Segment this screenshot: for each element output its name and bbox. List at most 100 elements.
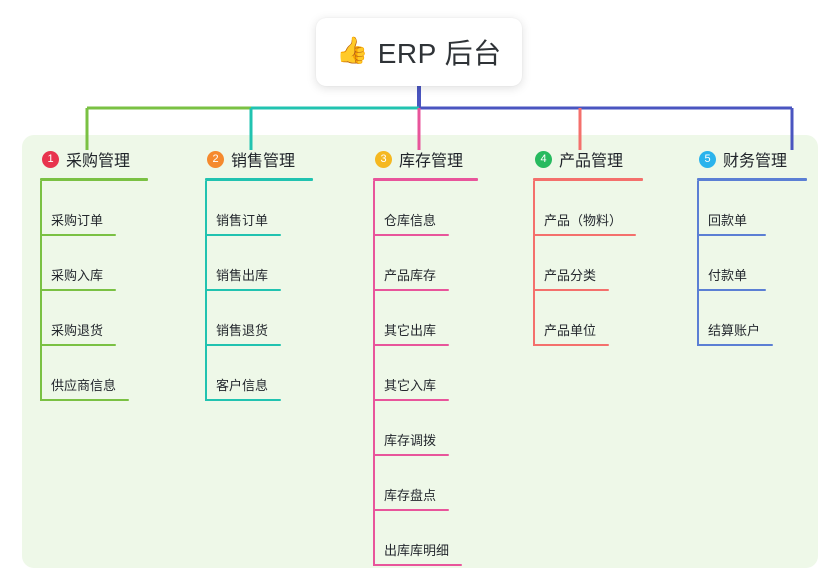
menu-item-rule — [373, 454, 449, 456]
menu-item-rule — [205, 344, 281, 346]
menu-item-rule — [40, 289, 116, 291]
menu-item-label: 库存调拨 — [384, 433, 437, 448]
menu-item-rule — [40, 399, 129, 401]
menu-item-rule — [373, 234, 449, 236]
menu-item-label: 采购退货 — [51, 323, 104, 338]
menu-item[interactable]: 供应商信息 — [40, 346, 148, 401]
menu-item-label: 结算账户 — [708, 323, 761, 338]
menu-item-rule — [533, 344, 609, 346]
column-3: 3 库存管理仓库信息产品库存其它出库其它入库库存调拨库存盘点出库库明细 — [373, 147, 478, 566]
column-items-4: 产品（物料） 产品分类产品单位 — [533, 181, 643, 346]
menu-item[interactable]: 回款单 — [697, 181, 807, 236]
menu-item[interactable]: 产品单位 — [533, 291, 643, 346]
menu-item-label: 付款单 — [708, 268, 748, 283]
column-spine-4 — [533, 181, 535, 346]
column-badge-4: 4 — [535, 150, 552, 168]
column-title-3: 库存管理 — [399, 153, 464, 170]
column-spine-1 — [40, 181, 42, 401]
menu-item[interactable]: 销售订单 — [205, 181, 313, 236]
menu-item[interactable]: 产品（物料） — [533, 181, 643, 236]
thumbs-up-icon: 👍 — [336, 36, 369, 66]
root-title-inner: 👍 ERP 后台 — [336, 32, 501, 72]
menu-item-label: 产品单位 — [544, 323, 597, 338]
column-badge-1: 1 — [42, 150, 59, 168]
menu-item-rule — [697, 344, 773, 346]
column-header-1[interactable]: 1 采购管理 — [40, 147, 148, 171]
menu-item[interactable]: 销售退货 — [205, 291, 313, 346]
menu-item-rule — [533, 234, 636, 236]
column-spine-2 — [205, 181, 207, 401]
column-header-rule-5 — [697, 178, 807, 181]
menu-item[interactable]: 采购入库 — [40, 236, 148, 291]
menu-item-rule — [205, 289, 281, 291]
menu-item-rule — [205, 234, 281, 236]
menu-item-rule — [205, 399, 281, 401]
menu-item-rule — [697, 289, 766, 291]
menu-item-rule — [533, 289, 609, 291]
column-header-rule-3 — [373, 178, 478, 181]
column-items-1: 采购订单采购入库采购退货供应商信息 — [40, 181, 148, 401]
menu-item-rule — [40, 344, 116, 346]
column-items-2: 销售订单销售出库销售退货客户信息 — [205, 181, 313, 401]
column-items-3: 仓库信息产品库存其它出库其它入库库存调拨库存盘点出库库明细 — [373, 181, 478, 566]
menu-item-label: 客户信息 — [216, 378, 269, 393]
diagram-background-panel — [22, 135, 818, 568]
menu-item-label: 采购订单 — [51, 213, 104, 228]
menu-item[interactable]: 客户信息 — [205, 346, 313, 401]
menu-item[interactable]: 采购订单 — [40, 181, 148, 236]
menu-item-rule — [373, 564, 462, 566]
menu-item[interactable]: 结算账户 — [697, 291, 807, 346]
column-2: 2 销售管理销售订单销售出库销售退货客户信息 — [205, 147, 313, 401]
menu-item[interactable]: 其它出库 — [373, 291, 478, 346]
column-badge-5: 5 — [699, 150, 716, 168]
menu-item-label: 仓库信息 — [384, 213, 437, 228]
menu-item[interactable]: 销售出库 — [205, 236, 313, 291]
root-title-card[interactable]: 👍 ERP 后台 — [316, 18, 522, 86]
column-header-rule-1 — [40, 178, 148, 181]
column-spine-3 — [373, 181, 375, 566]
menu-item-label: 其它入库 — [384, 378, 437, 393]
menu-item-label: 采购入库 — [51, 268, 104, 283]
column-header-rule-2 — [205, 178, 313, 181]
column-badge-2: 2 — [207, 150, 224, 168]
menu-item[interactable]: 付款单 — [697, 236, 807, 291]
menu-item-label: 产品库存 — [384, 268, 437, 283]
column-title-5: 财务管理 — [723, 153, 788, 170]
menu-item[interactable]: 其它入库 — [373, 346, 478, 401]
menu-item-label: 其它出库 — [384, 323, 437, 338]
column-title-4: 产品管理 — [559, 153, 624, 170]
column-spine-5 — [697, 181, 699, 346]
menu-item-rule — [373, 289, 449, 291]
menu-item-rule — [373, 399, 449, 401]
menu-item[interactable]: 产品分类 — [533, 236, 643, 291]
column-items-5: 回款单付款单结算账户 — [697, 181, 807, 346]
menu-item[interactable]: 采购退货 — [40, 291, 148, 346]
column-header-rule-4 — [533, 178, 643, 181]
menu-item-label: 产品（物料） — [544, 213, 623, 228]
menu-item-label: 产品分类 — [544, 268, 597, 283]
menu-item-rule — [697, 234, 766, 236]
menu-item[interactable]: 仓库信息 — [373, 181, 478, 236]
column-title-1: 采购管理 — [66, 153, 131, 170]
column-1: 1 采购管理采购订单采购入库采购退货供应商信息 — [40, 147, 148, 401]
column-header-2[interactable]: 2 销售管理 — [205, 147, 313, 171]
column-5: 5 财务管理回款单付款单结算账户 — [697, 147, 807, 346]
menu-item[interactable]: 产品库存 — [373, 236, 478, 291]
menu-item-label: 回款单 — [708, 213, 748, 228]
menu-item-rule — [373, 344, 449, 346]
column-badge-3: 3 — [375, 150, 392, 168]
menu-item-label: 供应商信息 — [51, 378, 117, 393]
root-title-label: ERP 后台 — [377, 38, 502, 69]
column-header-3[interactable]: 3 库存管理 — [373, 147, 478, 171]
menu-item-label: 销售出库 — [216, 268, 269, 283]
column-title-2: 销售管理 — [231, 153, 296, 170]
column-header-4[interactable]: 4 产品管理 — [533, 147, 643, 171]
menu-item[interactable]: 出库库明细 — [373, 511, 478, 566]
column-header-5[interactable]: 5 财务管理 — [697, 147, 807, 171]
menu-item-label: 销售订单 — [216, 213, 269, 228]
menu-item[interactable]: 库存调拨 — [373, 401, 478, 456]
menu-item-rule — [373, 509, 449, 511]
menu-item[interactable]: 库存盘点 — [373, 456, 478, 511]
menu-item-label: 库存盘点 — [384, 488, 437, 503]
